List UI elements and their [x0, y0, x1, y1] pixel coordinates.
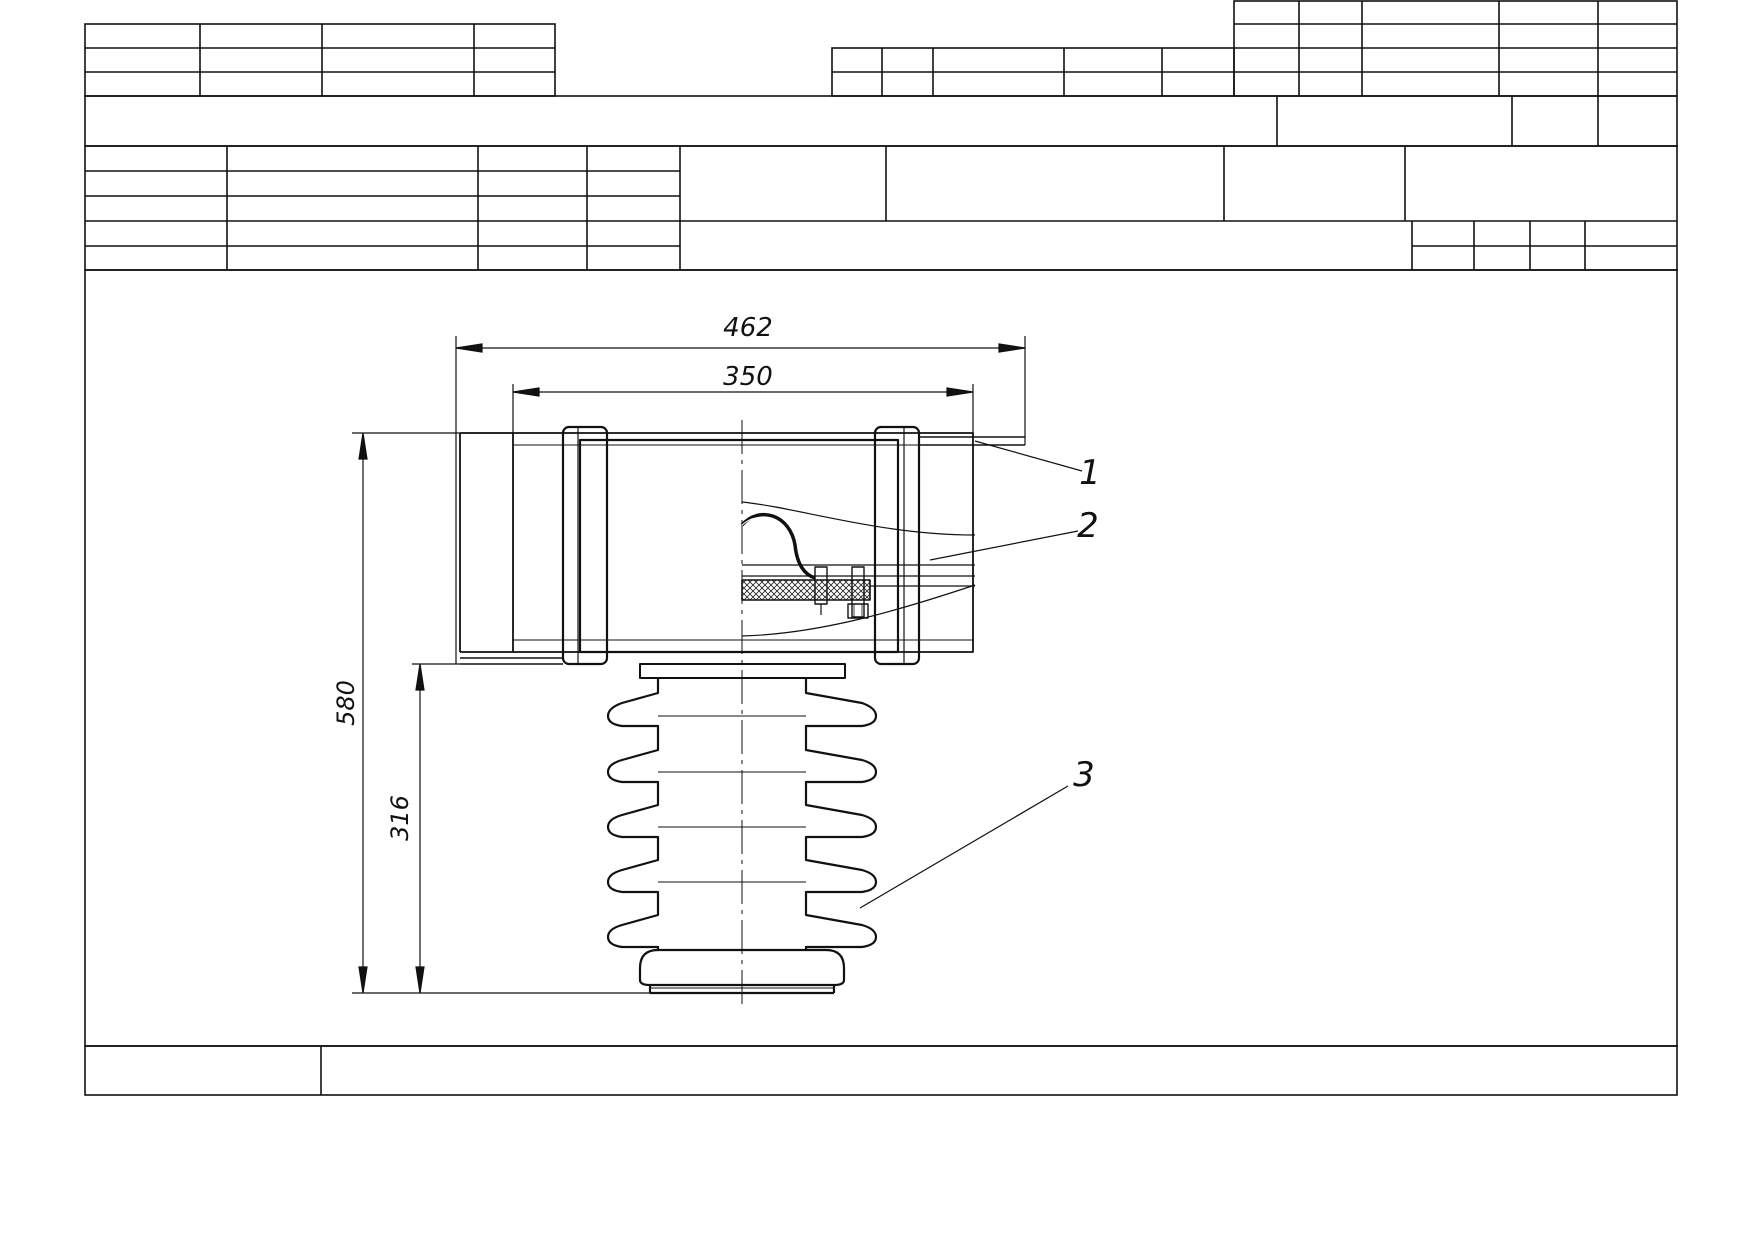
top-right-table — [831, 0, 1678, 97]
dimension-insulator-height: 316 — [386, 795, 414, 841]
dimension-lines — [352, 336, 1026, 994]
dimension-overall-height: 580 — [332, 680, 360, 726]
insulator-sheds — [606, 678, 878, 950]
top-left-table — [84, 23, 556, 97]
bottom-flange — [638, 948, 846, 995]
main-frame — [84, 269, 1678, 1096]
title-row — [84, 95, 1678, 147]
callout-label-3: 3 — [1073, 755, 1095, 795]
cutaway-section — [740, 501, 976, 637]
callout-leaders — [859, 440, 1083, 909]
form-grid — [84, 0, 1678, 1096]
middle-block — [84, 145, 1678, 271]
dimension-body-width: 350 — [723, 362, 773, 392]
dimension-overall-width: 462 — [723, 313, 773, 343]
callout-label-1: 1 — [1079, 453, 1101, 493]
base-cap — [639, 663, 846, 679]
callout-label-2: 2 — [1077, 506, 1099, 546]
insulator-assembly — [459, 420, 1025, 1005]
